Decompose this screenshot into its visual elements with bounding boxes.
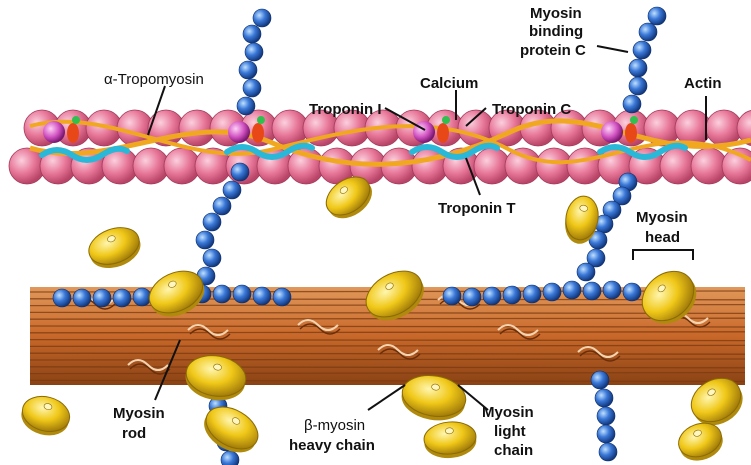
label-troponin-c: Troponin C [492, 101, 571, 118]
mybpc-bead [221, 451, 239, 465]
myosin-head [674, 417, 728, 465]
label-myosin-rod-1: Myosin [113, 405, 165, 422]
mybpc-bead [223, 181, 241, 199]
mybpc-bead [243, 79, 261, 97]
myosin-head-body [84, 221, 144, 271]
mybpc-bead [203, 213, 221, 231]
troponin-c [625, 123, 637, 143]
troponin-c [67, 123, 79, 143]
mybpc-bead [591, 371, 609, 389]
label-heavy-chain-2: heavy chain [289, 437, 375, 454]
mybpc-bead [253, 287, 271, 305]
mybpc-bead [239, 61, 257, 79]
actin-monomer [691, 148, 727, 184]
leader-heavy-chain [368, 385, 405, 410]
troponin-c [252, 123, 264, 143]
troponin-i [601, 121, 623, 143]
mybpc-bead [629, 77, 647, 95]
label-calcium: Calcium [420, 75, 478, 92]
label-myosin-rod-2: rod [122, 425, 146, 442]
label-tropomyosin: α-Tropomyosin [104, 71, 204, 88]
mybpc-bead [253, 9, 271, 27]
actin-thin-filament [9, 110, 751, 184]
mybpc-bead [595, 389, 613, 407]
actin-monomer [536, 148, 572, 184]
mybpc-bead [543, 283, 561, 301]
mybpc-bead [523, 285, 541, 303]
mybpc-bead [133, 288, 151, 306]
myosin-head-body [18, 391, 73, 436]
mybpc-bead [599, 443, 617, 461]
mybpc-bead [233, 285, 251, 303]
mybpc-bead [629, 59, 647, 77]
actin-monomer [505, 148, 541, 184]
label-myosin-head-2: head [645, 229, 680, 246]
troponin-i [43, 121, 65, 143]
label-troponin-t: Troponin T [438, 200, 515, 217]
label-mybpc-1: Myosin [530, 5, 582, 22]
mybpc-bead [603, 281, 621, 299]
mybpc-bead [213, 197, 231, 215]
mybpc-bead [231, 163, 249, 181]
mybpc-bead [53, 289, 71, 307]
mybpc-bead [443, 287, 461, 305]
mybpc-bead [597, 407, 615, 425]
label-actin: Actin [684, 75, 722, 92]
mybpc-bead [463, 288, 481, 306]
mybpc-bead [639, 23, 657, 41]
label-light-chain-1: Myosin [482, 404, 534, 421]
mybpc-bead [648, 7, 666, 25]
mybpc-bead [113, 289, 131, 307]
mybpc-bead [237, 97, 255, 115]
mybpc-bead [483, 287, 501, 305]
label-light-chain-2: light [494, 423, 526, 440]
mybpc-bead [623, 283, 641, 301]
label-light-chain-3: chain [494, 442, 533, 459]
mybpc-bead [243, 25, 261, 43]
calcium-ion [442, 116, 450, 124]
myosin-head [423, 420, 478, 460]
label-mybpc-3: protein C [520, 42, 586, 59]
label-troponin-i: Troponin I [309, 101, 382, 118]
calcium-ion [630, 116, 638, 124]
mybpc-bead [73, 289, 91, 307]
myosin-head [84, 221, 146, 274]
mybpc-bead [196, 231, 214, 249]
label-mybpc-2: binding [529, 23, 583, 40]
troponin-c [437, 123, 449, 143]
mybpc-bead [503, 286, 521, 304]
actin-monomer [660, 148, 696, 184]
mybpc-bead [563, 281, 581, 299]
calcium-ion [257, 116, 265, 124]
mybpc-bead [203, 249, 221, 267]
myosin-head [17, 391, 73, 440]
mybpc-bead [633, 41, 651, 59]
leader-mybpc [597, 46, 628, 52]
calcium-ion [72, 116, 80, 124]
actin-monomer [706, 110, 742, 146]
mybpc-bead [245, 43, 263, 61]
mybpc-bead [583, 282, 601, 300]
mybpc-bead [93, 289, 111, 307]
label-myosin-head-1: Myosin [636, 209, 688, 226]
mybpc-bead [577, 263, 595, 281]
mybpc-bead [623, 95, 641, 113]
label-heavy-chain-1: β-myosin [304, 417, 365, 434]
mybpc-bead [597, 425, 615, 443]
mybpc-bead [273, 288, 291, 306]
myosin-light-chain [445, 427, 453, 434]
troponin-i [228, 121, 250, 143]
mybpc-bead [213, 285, 231, 303]
myosin-head-bracket [633, 250, 693, 260]
